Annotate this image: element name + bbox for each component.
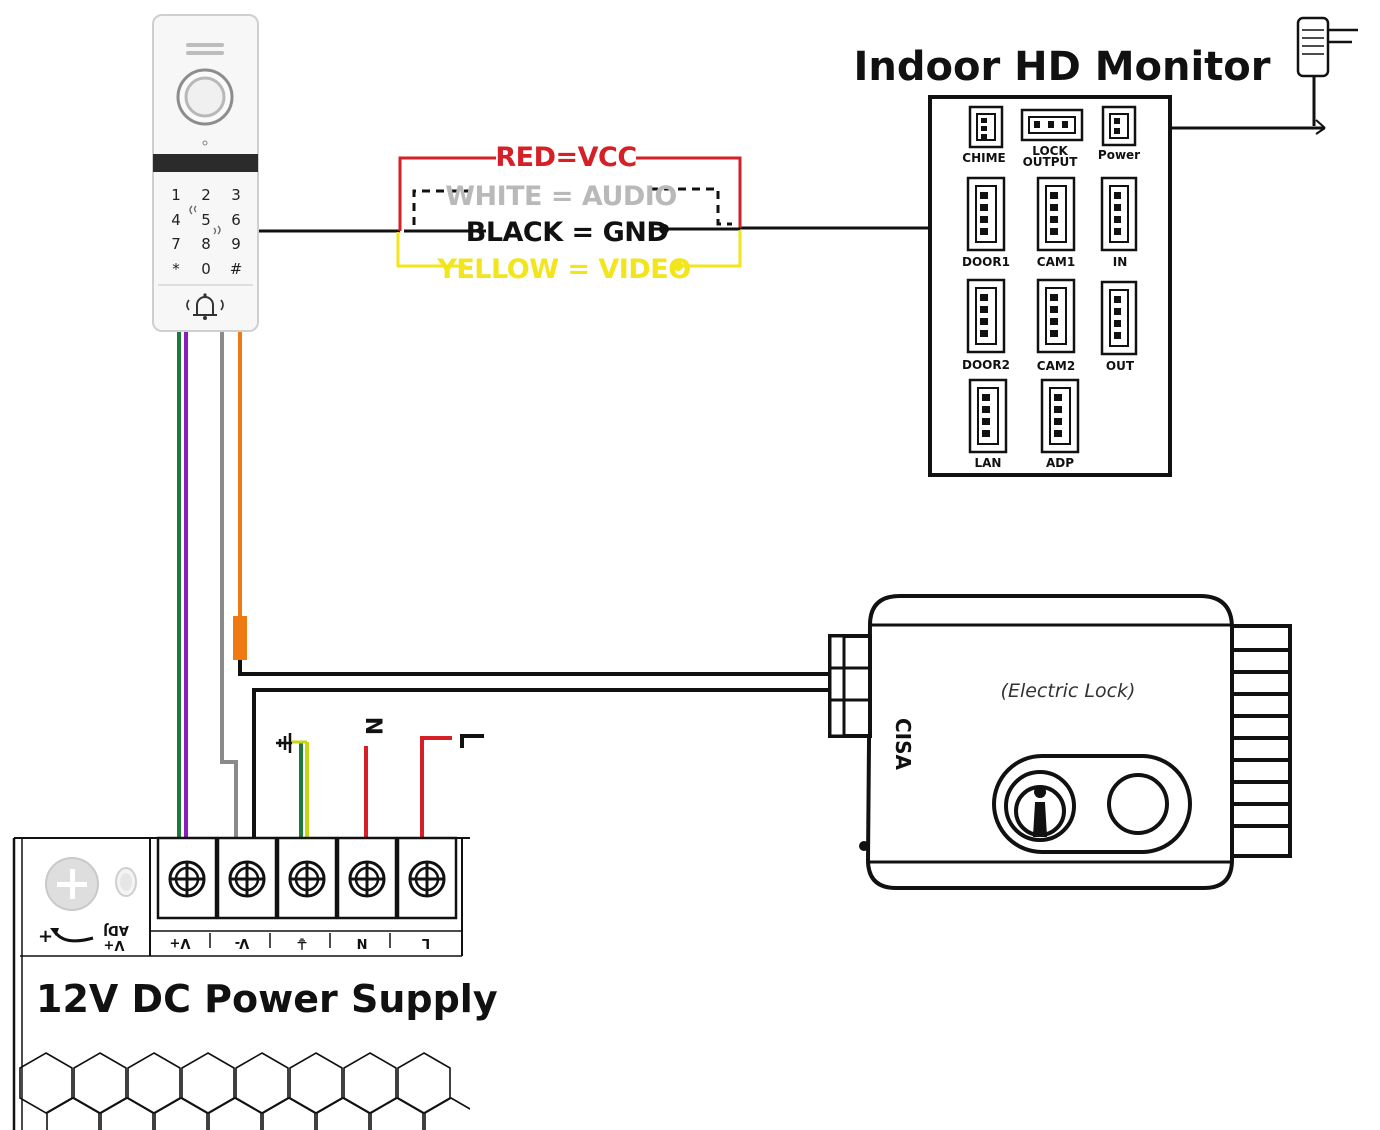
terminal-screw-line (408, 860, 446, 898)
adjust-label: ADJ (103, 922, 129, 937)
keypad-key[interactable]: 3 (231, 186, 241, 204)
power-supply: + ADJ V+ (12, 836, 510, 1130)
terminal-screw-v-plus (168, 860, 206, 898)
svg-text:Power: Power (1098, 148, 1140, 162)
terminal-block (156, 836, 458, 920)
svg-text:LOCK: LOCK (1032, 144, 1068, 158)
cam1-port: CAM1 (1036, 176, 1076, 269)
line-wire (420, 736, 452, 838)
keypad-key[interactable]: 7 (171, 235, 181, 253)
svg-text:DOOR2: DOOR2 (962, 358, 1010, 372)
lock-brand-logo: CISA (891, 718, 915, 771)
power-adapter-plug (1142, 16, 1358, 135)
svg-text:CAM1: CAM1 (1037, 255, 1075, 269)
adjust-direction-icon: + (38, 926, 94, 947)
cam2-port: CAM2 (1036, 278, 1076, 373)
keypad-key[interactable]: 8 (201, 235, 211, 253)
rfid-icon (189, 205, 221, 235)
svg-text:IN: IN (1113, 255, 1128, 269)
terminal-screw-neutral (348, 860, 386, 898)
terminal-label: L (422, 935, 430, 950)
power-port: Power (1098, 105, 1140, 162)
lock-output-port: LOCK OUTPUT (1020, 108, 1084, 169)
keypad-key[interactable]: 5 (201, 211, 211, 229)
adjust-sub-label: V+ (104, 937, 125, 952)
terminal-label: ⏚ (295, 935, 308, 950)
terminal-label: V- (235, 935, 250, 950)
svg-text:OUT: OUT (1106, 359, 1135, 373)
in-port: IN (1100, 176, 1138, 269)
door1-port: DOOR1 (962, 176, 1010, 269)
terminal-label: N (357, 935, 368, 950)
terminal-screw-earth (288, 860, 326, 898)
door-station: 1 2 3 4 5 6 7 8 9 * 0 # (152, 14, 259, 838)
keypad-key[interactable]: 1 (171, 186, 181, 204)
keypad-key[interactable]: 9 (231, 235, 241, 253)
led-indicator (115, 867, 137, 897)
electric-lock: CISA (Electric Lock) (828, 594, 1292, 890)
yellow-wire (396, 232, 466, 268)
lock-button (1107, 773, 1169, 835)
black-wire-label: BLACK = GND (466, 217, 669, 248)
orange-wire-connector (233, 616, 247, 660)
power-supply-title: 12V DC Power Supply (36, 977, 498, 1021)
lan-port: LAN (968, 378, 1008, 470)
svg-text:DOOR1: DOOR1 (962, 255, 1010, 269)
gray-wire (220, 330, 238, 838)
keypad: 1 2 3 4 5 6 7 8 9 * 0 # (171, 186, 242, 278)
keyhole-icon (1032, 786, 1048, 837)
keypad-key[interactable]: * (172, 260, 180, 278)
lock-wires (238, 660, 830, 838)
cable-bundle: RED=VCC WHITE = AUDIO BLACK = GND YELLOW… (258, 142, 965, 285)
red-wire (398, 156, 496, 231)
svg-text:CAM2: CAM2 (1037, 359, 1075, 373)
out-port: OUT (1100, 280, 1138, 373)
door2-port: DOOR2 (962, 278, 1010, 372)
neutral-label: N (360, 717, 385, 735)
terminal-label: V+ (170, 935, 191, 950)
earth-symbol-icon (276, 733, 292, 753)
white-wire-label: WHITE = AUDIO (445, 181, 677, 212)
yellow-wire-label: YELLOW = VIDEO (436, 254, 690, 285)
keypad-key[interactable]: 2 (201, 186, 211, 204)
svg-text:OUTPUT: OUTPUT (1023, 155, 1079, 169)
bell-icon[interactable] (186, 293, 224, 320)
vent-grille (19, 1052, 478, 1130)
terminal-screw-v-minus (228, 860, 266, 898)
keypad-key[interactable]: # (230, 260, 243, 278)
indoor-monitor: CHIME LOCK OUTPUT Power DOOR1 CAM1 (928, 95, 1172, 477)
keypad-key[interactable]: 4 (171, 211, 181, 229)
svg-text:+: + (38, 926, 53, 947)
mains-wires: N (276, 717, 484, 838)
adp-port: ADP (1040, 378, 1080, 470)
red-wire-label: RED=VCC (495, 142, 636, 173)
chime-port: CHIME (962, 105, 1006, 165)
svg-text:LAN: LAN (975, 456, 1002, 470)
lock-label: (Electric Lock) (1001, 680, 1136, 702)
voltage-adjust-knob[interactable] (45, 857, 99, 911)
svg-text:ADP: ADP (1046, 456, 1074, 470)
line-symbol (460, 734, 484, 748)
keypad-key[interactable]: 6 (231, 211, 241, 229)
monitor-title: Indoor HD Monitor (853, 44, 1270, 90)
keypad-key[interactable]: 0 (201, 260, 211, 278)
svg-text:CHIME: CHIME (962, 151, 1005, 165)
